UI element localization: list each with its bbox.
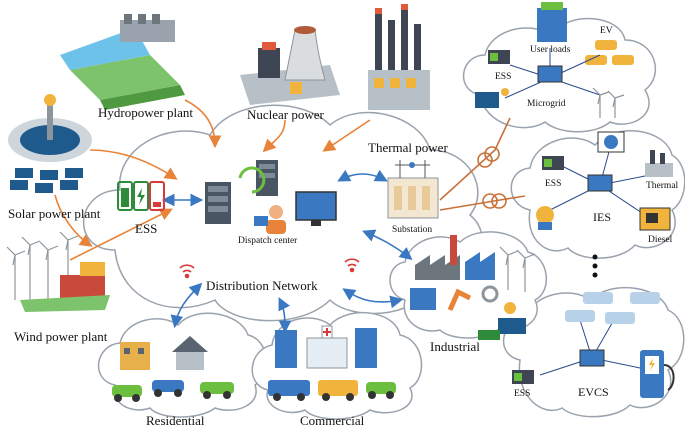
label-microgrid: Microgrid — [527, 99, 566, 109]
ev-charger-icon — [640, 350, 675, 398]
label-distribution: Distribution Network — [206, 278, 318, 293]
label-substation: Substation — [392, 225, 433, 235]
label-ev: EV — [600, 26, 613, 36]
thermal-plant-icon — [368, 4, 430, 110]
line-microgrid — [439, 117, 511, 201]
solar-panel-icon — [478, 302, 526, 340]
wind-substation-icon — [20, 262, 110, 312]
label-ies: IES — [593, 210, 611, 224]
ies-fan-icon — [597, 131, 625, 153]
arrow-hydro — [184, 99, 222, 149]
label-hydropower: Hydropower plant — [98, 105, 193, 120]
microgrid-building-icon — [537, 2, 567, 42]
bus-icon — [268, 380, 396, 401]
evcs-computer-icon — [579, 349, 605, 367]
ev-car-icon — [585, 40, 634, 65]
solar-tower-icon — [8, 94, 92, 193]
substation-icon — [387, 160, 439, 219]
microgrid-battery-icon — [488, 50, 510, 64]
wifi-icon — [179, 258, 360, 279]
microgrid-computer-icon — [537, 65, 563, 83]
arrow-wind — [69, 208, 173, 261]
operator-icon — [254, 205, 286, 234]
evcs-van-icon — [565, 292, 660, 324]
microgrid-solar-icon — [475, 88, 509, 108]
label-evcs: EVCS — [578, 385, 609, 399]
robot-arm-icon — [410, 285, 499, 312]
car-icon — [112, 380, 234, 402]
building-icon — [275, 328, 377, 368]
label-residential: Residential — [146, 413, 205, 428]
hospital-icon — [306, 325, 348, 369]
arrow-thermal — [322, 119, 371, 152]
label-industrial: Industrial — [430, 339, 480, 354]
label-dispatch: Dispatch center — [238, 236, 298, 246]
server-icon — [205, 160, 278, 224]
nuclear-plant-icon — [240, 26, 340, 105]
ies-battery-icon — [542, 156, 564, 170]
factory-icon — [415, 235, 495, 280]
arrow-dist-ind — [342, 288, 404, 309]
battery-icon — [117, 181, 165, 211]
computer-icon — [295, 191, 337, 226]
house-icon — [120, 336, 208, 370]
transformer-icon — [477, 146, 507, 209]
arrow-sub-ind — [362, 229, 413, 260]
label-ess-ies: ESS — [545, 179, 562, 189]
label-ess-main: ESS — [135, 221, 158, 236]
label-wind: Wind power plant — [14, 329, 108, 344]
wind-turbine-icon — [499, 246, 536, 292]
label-commercial: Commercial — [300, 413, 365, 428]
label-thermal-power: Thermal power — [368, 140, 448, 155]
arrow-solar-down — [54, 194, 93, 247]
dam-icon — [60, 14, 185, 110]
ies-diesel-icon — [639, 207, 671, 231]
evcs-battery-icon — [512, 370, 534, 384]
arrow-dist-com — [278, 297, 292, 334]
arrow-solar — [89, 149, 178, 180]
label-diesel: Diesel — [648, 235, 673, 245]
ies-computer-icon — [587, 174, 613, 192]
ellipsis-dots — [592, 254, 598, 278]
microgrid-wind-icon — [592, 87, 625, 118]
label-thermal-ies: Thermal — [646, 181, 679, 191]
label-user-loads: User loads — [530, 45, 571, 55]
ies-thermal-icon — [645, 150, 673, 177]
label-solar: Solar power plant — [8, 206, 101, 221]
label-ess-microgrid: ESS — [495, 72, 512, 82]
arrow-nuclear — [262, 119, 286, 153]
label-nuclear: Nuclear power — [247, 107, 324, 122]
arrow-dist-res — [170, 282, 203, 329]
line-ies — [439, 195, 526, 211]
label-ess-evcs: ESS — [514, 389, 531, 399]
ies-hydrogen-icon — [536, 206, 554, 230]
arrow-dispatch-substation — [337, 169, 388, 182]
